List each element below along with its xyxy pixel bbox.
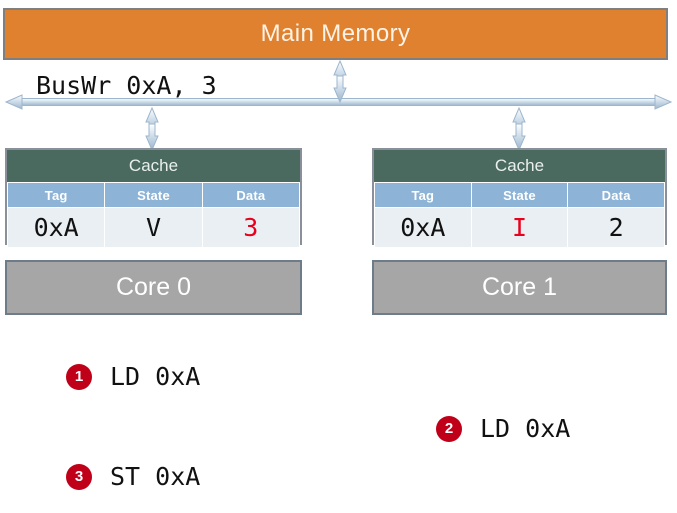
cache-core0-data: 3 — [201, 207, 301, 248]
connector-bus-cache-right — [512, 106, 526, 152]
connector-memory-bus — [333, 59, 347, 104]
cache-core1-tag: 0xA — [374, 207, 472, 248]
step-2: 2 LD 0xA — [436, 414, 570, 443]
cache-core0: Cache Tag State Data 0xA V 3 — [5, 148, 302, 248]
step-3-text: ST 0xA — [110, 462, 201, 491]
main-memory-block: Main Memory — [3, 8, 668, 60]
step-1: 1 LD 0xA — [66, 362, 200, 391]
step-2-badge: 2 — [436, 415, 462, 442]
cache-core1-state: I — [470, 207, 569, 248]
column-header-state: State — [470, 182, 569, 208]
cache-core1: Cache Tag State Data 0xA I 2 — [372, 148, 667, 248]
table-header-row: Tag State Data — [6, 182, 301, 208]
cache-core1-data: 2 — [567, 207, 665, 248]
cache-core0-state: V — [104, 207, 203, 248]
bus-transaction-label: BusWr 0xA, 3 — [36, 71, 217, 100]
table-row: 0xA I 2 — [374, 207, 665, 248]
core-1-block: Core 1 — [372, 260, 667, 315]
cache-core1-table: Tag State Data 0xA I 2 — [374, 182, 665, 248]
column-header-state: State — [104, 182, 203, 208]
core-0-label: Core 0 — [115, 273, 192, 301]
step-3-badge: 3 — [66, 463, 92, 490]
column-header-tag: Tag — [374, 182, 472, 208]
cache-core0-tag: 0xA — [6, 207, 106, 248]
step-2-text: LD 0xA — [480, 414, 571, 443]
column-header-data: Data — [201, 182, 301, 208]
cache-core0-table: Tag State Data 0xA V 3 — [6, 182, 301, 248]
cache-core0-title: Cache — [7, 150, 300, 182]
column-header-data: Data — [567, 182, 665, 208]
step-1-badge: 1 — [66, 363, 92, 390]
cache-core1-title: Cache — [374, 150, 665, 182]
table-row: 0xA V 3 — [6, 207, 301, 248]
step-1-text: LD 0xA — [110, 362, 201, 391]
bus-arrows — [4, 59, 673, 152]
step-3: 3 ST 0xA — [66, 462, 200, 491]
main-memory-label: Main Memory — [260, 20, 411, 47]
core-1-label: Core 1 — [481, 273, 558, 301]
table-header-row: Tag State Data — [374, 182, 665, 208]
core-0-block: Core 0 — [5, 260, 302, 315]
column-header-tag: Tag — [6, 182, 106, 208]
connector-bus-cache-left — [145, 106, 159, 152]
